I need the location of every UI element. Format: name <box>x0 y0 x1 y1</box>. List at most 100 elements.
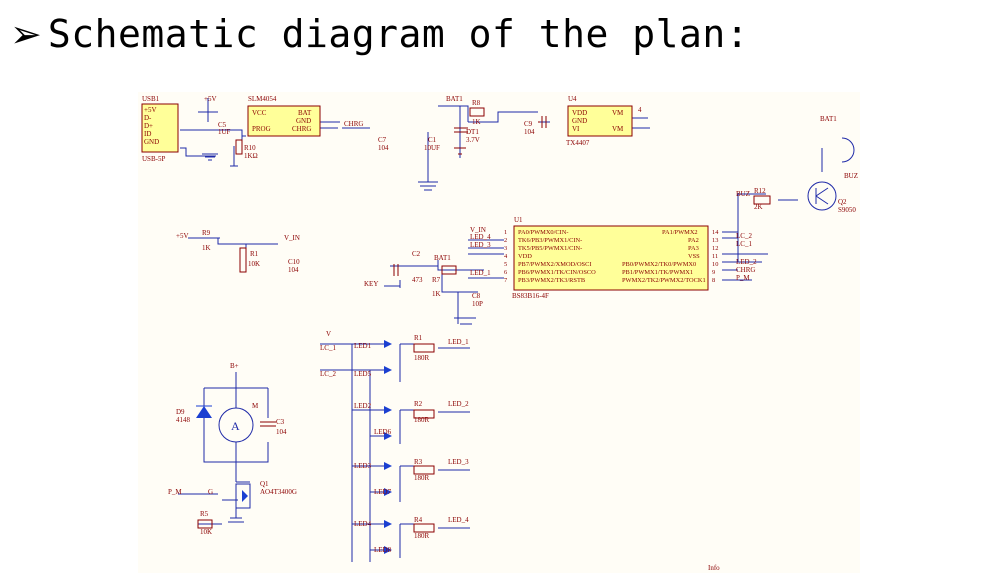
info-label: Info <box>708 564 720 572</box>
mcu-pin-l3: TK5/PB5/PWMX1/CIN- <box>518 245 582 252</box>
led6-icon <box>384 432 392 440</box>
c5-label: C5 <box>218 121 227 129</box>
p-m-label: P_M <box>168 488 182 496</box>
resistor-r5 <box>197 519 213 529</box>
r10-label: R10 <box>244 144 256 152</box>
q2-label: Q2 <box>838 198 847 206</box>
charger-ic <box>247 105 321 137</box>
schematic-diagram: A USB1 +5V D- D+ ID GND USB-5P +5V SLM40 <box>138 92 860 573</box>
usb-type: USB-5P <box>142 155 165 163</box>
resistor-r10 <box>235 139 243 155</box>
out-led3: LED_3 <box>448 458 469 466</box>
wires <box>178 98 823 562</box>
led4-label: LED4 <box>354 520 372 528</box>
transistor-q2-leads <box>815 187 829 205</box>
mcu-pin-r3: PA3 <box>688 245 699 252</box>
title-text: Schematic diagram of the plan: <box>47 12 750 56</box>
u4-pin-vm2: VM <box>612 125 624 133</box>
resistor-r8 <box>469 107 485 117</box>
mcu-ic <box>513 225 709 291</box>
r12-value: 2K <box>754 203 763 211</box>
r10-value: 1KΩ <box>244 152 258 160</box>
d9-label: D9 <box>176 408 185 416</box>
led-array <box>384 340 392 554</box>
capacitor-c1 <box>454 127 468 133</box>
motor-m-label: M <box>252 402 259 410</box>
r9-value: 1K <box>202 244 211 252</box>
r4-label: R4 <box>414 516 423 524</box>
led2-label: LED2 <box>354 402 372 410</box>
u4-pin-gnd: GND <box>572 117 587 125</box>
r1b-value: 180R <box>414 354 430 362</box>
mcu-num-l5: 5 <box>504 261 507 268</box>
c3-label: C3 <box>276 418 285 426</box>
mcu-num-l2: 2 <box>504 237 507 244</box>
bat1-2-label: BAT1 <box>434 254 451 262</box>
r7-label: R7 <box>432 276 441 284</box>
mcu-num-r3: 12 <box>712 245 718 252</box>
u4-pin-vi: VI <box>572 125 580 133</box>
g-label: G <box>208 488 213 496</box>
net-chrg: CHRG <box>736 266 755 274</box>
mcu-pin-r2: PA2 <box>688 237 699 244</box>
buz-net: BUZ <box>736 190 750 198</box>
usb-connector <box>141 103 179 153</box>
r7-value: 1K <box>432 290 441 298</box>
slide-title: ➢ Schematic diagram of the plan: <box>10 6 749 62</box>
capacitor-c3 <box>260 421 276 427</box>
charger-pin-chrg: CHRG <box>292 125 311 133</box>
led8-icon <box>384 546 392 554</box>
lc2-label: LC_2 <box>320 370 336 378</box>
c5-value: 1UF <box>218 128 231 136</box>
led8-label: LED8 <box>374 546 392 554</box>
c9-value: 104 <box>524 128 535 136</box>
mcu-pin-l7: PB3/PWMX2/TK3/RSTB <box>518 277 585 284</box>
mcu-pin-l1: PA0/PWMX0/CIN- <box>518 229 569 236</box>
r8-label: R8 <box>472 99 481 107</box>
capacitor-c9 <box>538 116 547 128</box>
led7-icon <box>384 488 392 496</box>
v-top-label: V <box>326 330 331 338</box>
out-led4: LED_4 <box>448 516 469 524</box>
plus5v-label: +5V <box>204 95 217 103</box>
mosfet-q1 <box>235 483 251 509</box>
d9-value: 4148 <box>176 416 191 424</box>
diode-d9 <box>196 406 212 418</box>
r4-value: 180R <box>414 532 430 540</box>
q1-value: AO4T3400G <box>260 488 297 496</box>
charger-pin-prog: PROG <box>252 125 271 133</box>
mcu-num-r1: 14 <box>712 229 719 236</box>
c1-label: C1 <box>428 136 437 144</box>
chrg-net: CHRG <box>344 120 363 128</box>
usb-pin-5v: +5V <box>144 106 157 114</box>
bat1-label: BAT1 <box>446 95 463 103</box>
charger-name: SLM4054 <box>248 95 277 103</box>
r8-value: 1K <box>472 118 481 126</box>
dt1-label: DT1 <box>466 128 479 136</box>
led6-label: LED6 <box>374 428 392 436</box>
u4-pin-vm1: VM <box>612 109 624 117</box>
usb-pin-gnd: GND <box>144 138 159 146</box>
led3-icon <box>384 462 392 470</box>
r5-value: 10K <box>200 528 212 536</box>
mcu-num-r4: 11 <box>712 253 718 260</box>
arrow-bullet-icon: ➢ <box>10 12 42 56</box>
buz-label: BUZ <box>844 172 858 180</box>
c8-value: 10P <box>472 300 483 308</box>
mcu-num-l7: 7 <box>504 277 508 284</box>
resistor-r4 <box>413 523 435 533</box>
c10-label: C10 <box>288 258 300 266</box>
charger-pin-gnd: GND <box>296 117 311 125</box>
mcu-pin-r1: PA1/PWMX2 <box>662 229 698 236</box>
led2-icon <box>384 406 392 414</box>
u4-type: TX4407 <box>566 139 590 147</box>
u4-num: 4 <box>638 106 642 114</box>
c1-value: 10UF <box>424 144 440 152</box>
ground-symbols <box>202 153 474 523</box>
mcu-num-l4: 4 <box>504 253 508 260</box>
mcu-num-r2: 13 <box>712 237 718 244</box>
mcu-pin-r5: PB0/PWMX2/TK0/PWMX0 <box>622 261 696 268</box>
led5-icon <box>384 366 392 374</box>
mcu-num-l3: 3 <box>504 245 507 252</box>
mcu-pin-r6: PB1/PWMX1/TK/PWMX1 <box>622 269 693 276</box>
